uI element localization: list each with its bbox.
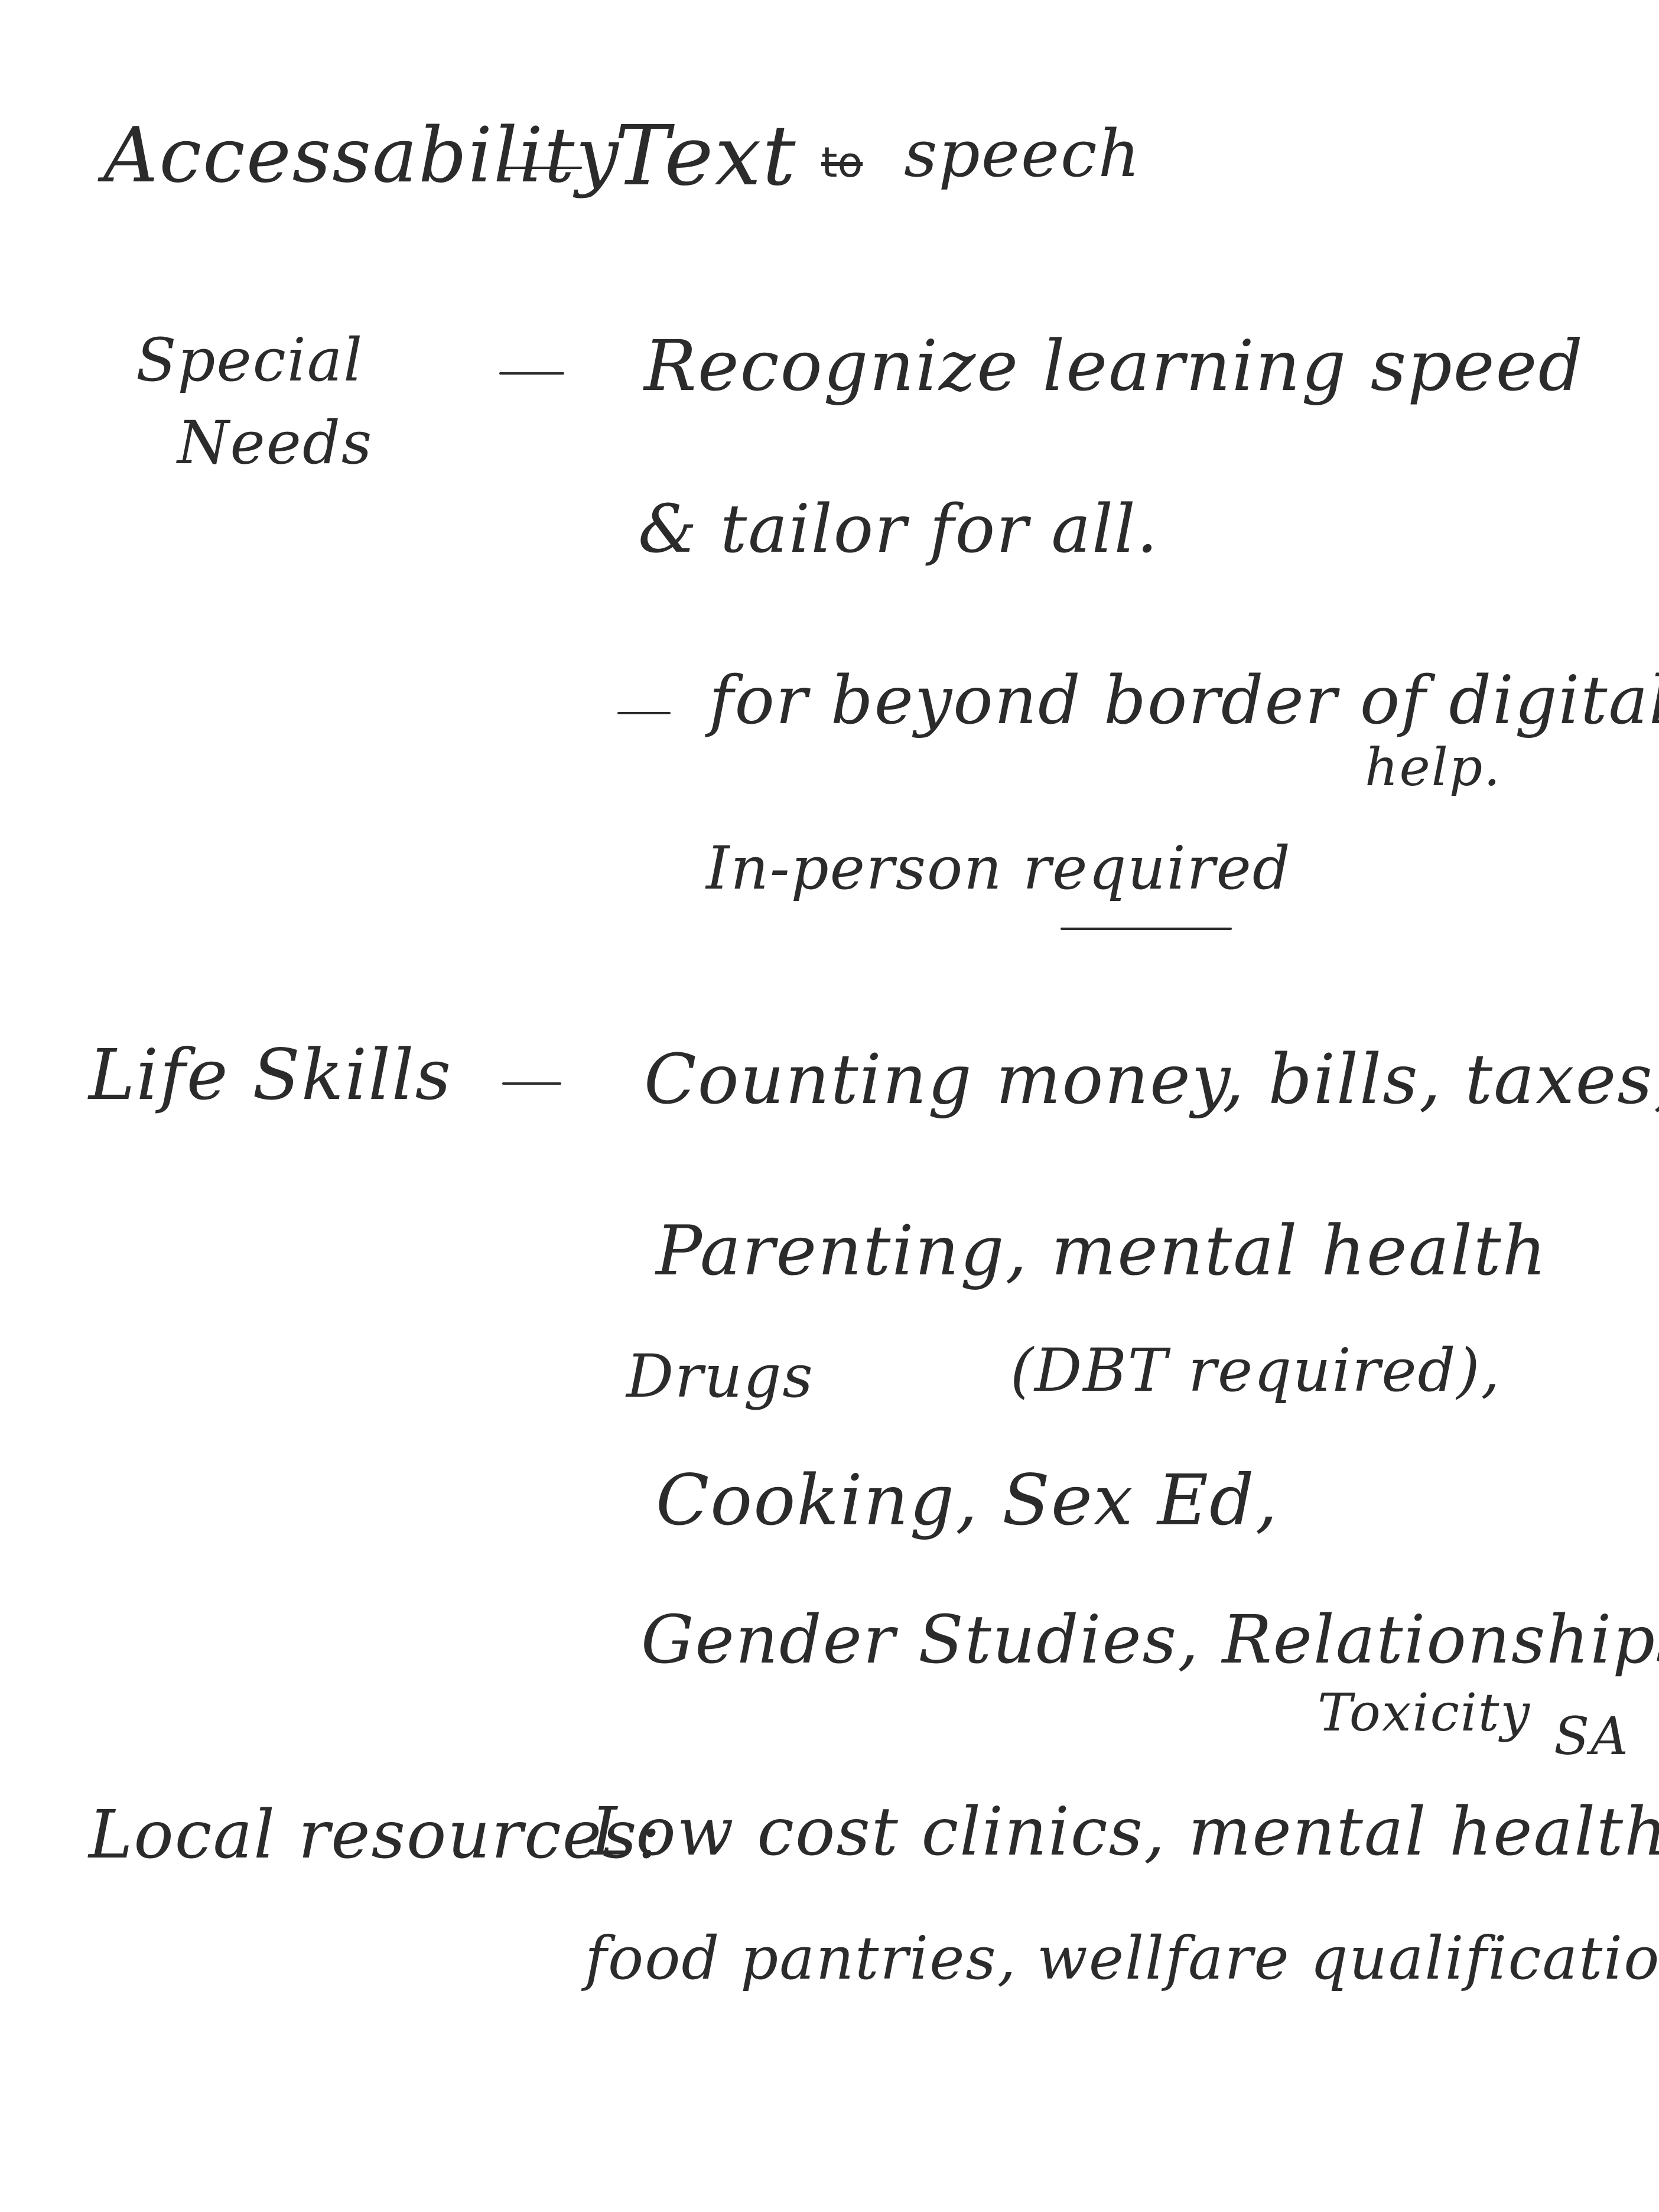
dash-accessability [499,167,582,169]
life-skills-line1: Counting money, bills, taxes, [644,1040,1659,1120]
heading-accessability: Accessability [103,112,620,200]
life-skills-line2: Parenting, mental health [656,1211,1548,1291]
accessability-item-struck: to [821,138,863,187]
heading-needs: Needs [177,408,373,477]
dash-special-needs-2 [617,712,671,714]
accessability-item-text: Text [614,108,797,204]
life-skills-line3b: (DBT required), [1010,1336,1501,1405]
heading-life-skills: Life Skills [89,1034,453,1115]
local-resources-line1: Low cost clinics, mental health, [591,1794,1659,1871]
life-skills-line3a: Drugs [626,1342,814,1411]
special-needs-item2-line1b: help. [1365,737,1502,798]
special-needs-item1-line1: Recognize learning speed [644,325,1584,406]
special-needs-item1-line2: & tailor for all. [638,491,1159,568]
dash-life-skills [502,1082,561,1085]
heading-special: Special [136,326,364,395]
dash-special-needs [499,372,564,375]
life-skills-line4: Cooking, Sex Ed, [656,1459,1279,1541]
heading-local-resources: Local resources: [89,1797,662,1873]
life-skills-line6a: Toxicity [1318,1682,1531,1743]
accessability-item-speech: speech [904,116,1141,191]
underline-required [1061,928,1232,930]
special-needs-item2-line1: for beyond border of digital [709,662,1659,739]
local-resources-line2: food pantries, wellfare qualification [585,1924,1659,1993]
special-needs-item2-line2: In-person required [706,834,1292,903]
life-skills-line6b: SA [1554,1706,1629,1767]
life-skills-line5: Gender Studies, Relationships [641,1602,1659,1678]
